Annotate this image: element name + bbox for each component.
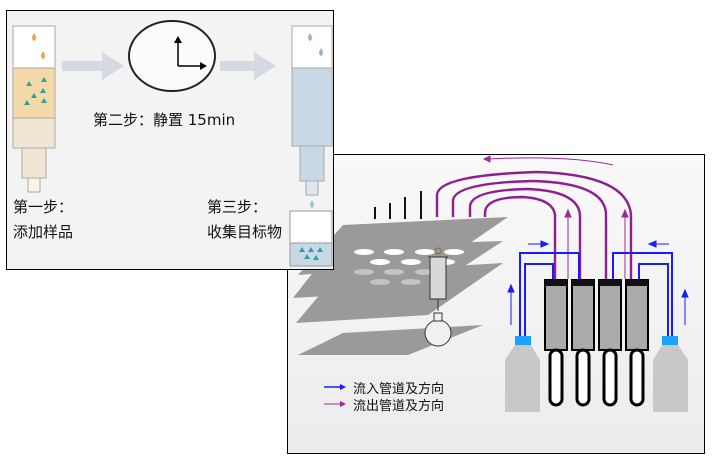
legend-outflow-label: 流出管道及方向	[353, 399, 445, 414]
collection-vial-icon	[289, 210, 333, 267]
solvent-bottle-left-icon	[505, 336, 540, 412]
inflow-tubes	[519, 252, 673, 343]
step2-label: 第二步：静置 15min	[93, 111, 236, 129]
spe-columns	[544, 279, 649, 407]
step1-desc: 添加样品	[13, 223, 74, 241]
syringe-flask-icon	[424, 247, 452, 347]
step1-label: 第一步：	[13, 198, 74, 216]
arrow-right-icon	[220, 52, 276, 80]
apparatus-illustration	[293, 155, 689, 412]
step3-desc: 收集目标物	[207, 223, 283, 241]
legend-inflow-label: 流入管道及方向	[353, 382, 445, 397]
step3-label: 第三步：	[207, 198, 268, 216]
steps-panel: 第二步：静置 15min 第一步： 添加样品 第三步： 收集目标物	[6, 10, 334, 270]
eluate-column-icon	[291, 25, 333, 208]
legend-inflow-arrow-icon	[324, 384, 346, 390]
legend-outflow-arrow-icon	[324, 401, 346, 407]
rack-pins	[374, 191, 422, 219]
outflow-tubes	[435, 170, 633, 280]
clock-icon	[128, 20, 216, 92]
apparatus-panel: 流入管道及方向 流出管道及方向	[287, 154, 705, 454]
sample-column-icon	[12, 25, 56, 193]
rack-plates	[293, 217, 508, 355]
arrow-right-icon	[62, 52, 124, 80]
solvent-bottle-right-icon	[653, 336, 688, 412]
steps-illustration	[12, 20, 333, 267]
